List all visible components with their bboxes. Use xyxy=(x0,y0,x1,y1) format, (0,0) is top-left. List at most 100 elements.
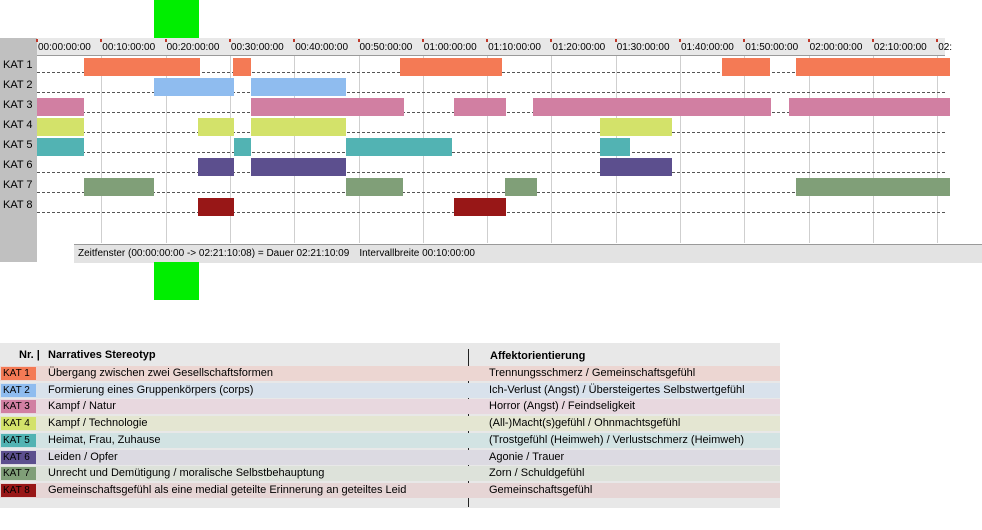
row-baseline xyxy=(37,92,945,93)
gridline xyxy=(101,56,103,243)
legend-badge: KAT 5 xyxy=(1,433,36,447)
timeline-segment[interactable] xyxy=(197,158,235,176)
gridline xyxy=(551,56,553,243)
row-label: KAT 4 xyxy=(3,119,33,131)
tick-mark xyxy=(228,39,231,42)
row-label: KAT 6 xyxy=(3,159,33,171)
gridline xyxy=(680,56,681,243)
timeline-segment[interactable] xyxy=(37,98,84,116)
legend-affekt: Zorn / Schuldgefühl xyxy=(489,467,585,480)
timeline-segment[interactable] xyxy=(154,78,235,96)
legend-header-nr: Nr. | xyxy=(19,349,40,361)
timeline-segment[interactable] xyxy=(37,138,84,156)
row-label: KAT 3 xyxy=(3,99,33,111)
timeline-segment[interactable] xyxy=(795,58,951,76)
timeline-segment[interactable] xyxy=(721,58,770,76)
timeline-segment[interactable] xyxy=(37,118,84,136)
timeline-segment[interactable] xyxy=(505,178,538,196)
legend-header-affekt: Affektorientierung xyxy=(490,350,586,362)
gridline xyxy=(487,56,489,243)
timeline-segment[interactable] xyxy=(234,138,252,156)
legend-table: Nr. | Narratives Stereotyp Affektorienti… xyxy=(0,343,780,508)
timeline-segment[interactable] xyxy=(400,58,502,76)
legend-stereotype: Gemeinschaftsgefühl als eine medial gete… xyxy=(48,483,407,496)
legend-stereotype: Kampf / Natur xyxy=(48,400,116,413)
timeline-segment[interactable] xyxy=(233,58,252,76)
timeline-plot[interactable]: 00:00:00:00 00:10:00:00 00:20:00:00 00:30:0… xyxy=(36,38,982,263)
timeline-segment[interactable] xyxy=(599,118,673,136)
row-baseline xyxy=(37,192,945,193)
timeline-segment[interactable] xyxy=(251,158,346,176)
tick-label: 01:40:00:00 xyxy=(681,42,734,53)
timeline-segment[interactable] xyxy=(251,78,346,96)
tick-mark xyxy=(357,39,360,42)
timeline-segment[interactable] xyxy=(453,98,507,116)
tick-label: 01:00:00:00 xyxy=(423,42,477,53)
tick-mark xyxy=(164,39,167,42)
timeline-segment[interactable] xyxy=(197,198,235,216)
legend-badge: KAT 7 xyxy=(1,467,36,481)
tick-label: 01:20:00:00 xyxy=(552,42,606,53)
row-label: KAT 2 xyxy=(3,79,33,91)
legend-badge: KAT 2 xyxy=(1,383,36,397)
timeline-segment[interactable] xyxy=(251,98,404,116)
tick-label: 02: xyxy=(938,42,953,53)
row-baseline xyxy=(37,152,945,153)
status-interval: Intervallbreite 00:10:00:00 xyxy=(359,248,475,259)
legend-affekt: Ich-Verlust (Angst) / Übersteigertes Sel… xyxy=(489,383,745,396)
legend-affekt: (All-)Macht(s)gefühl / Ohnmachtsgefühl xyxy=(489,417,681,430)
tick-mark xyxy=(36,39,38,42)
legend-header-stereotype: Narratives Stereotyp xyxy=(48,349,156,361)
tick-mark xyxy=(936,39,939,42)
status-window: Zeitfenster (00:00:00:00 -> 02:21:10:08)… xyxy=(78,248,350,259)
tick-mark xyxy=(293,39,296,42)
timeline-segment[interactable] xyxy=(345,178,403,196)
legend-stereotype: Übergang zwischen zwei Gesellschaftsform… xyxy=(48,367,273,379)
timeline-segment[interactable] xyxy=(789,98,951,116)
tick-label: 00:20:00:00 xyxy=(166,42,220,53)
status-bar: Zeitfenster (00:00:00:00 -> 02:21:10:08)… xyxy=(74,244,982,263)
legend-stereotype: Formierung eines Gruppenkörpers (corps) xyxy=(48,383,254,396)
legend-affekt: Agonie / Trauer xyxy=(489,450,565,463)
tick-mark xyxy=(100,39,103,42)
timeline-segment[interactable] xyxy=(83,58,200,76)
legend-stereotype: Kampf / Technologie xyxy=(48,417,148,430)
row-label: KAT 5 xyxy=(3,139,33,151)
row-label: KAT 1 xyxy=(3,59,33,71)
timeline-segment[interactable] xyxy=(453,198,507,216)
tick-mark xyxy=(486,39,489,42)
tick-mark xyxy=(807,39,810,42)
legend-row: KAT 2 Formierung eines Gruppenkörpers (co… xyxy=(0,382,780,398)
tick-label: 00:00:00:00 xyxy=(38,42,91,53)
time-ruler[interactable]: 00:00:00:00 00:10:00:00 00:20:00:00 00:30:0… xyxy=(36,38,952,56)
tick-label: 00:30:00:00 xyxy=(230,42,284,53)
timeline-segment[interactable] xyxy=(83,178,155,196)
green-marker-top[interactable] xyxy=(154,0,199,38)
tick-label: 01:10:00:00 xyxy=(488,42,541,53)
legend-row: KAT 8 Gemeinschaftsgefühl als eine medial… xyxy=(0,482,780,498)
timeline-segment[interactable] xyxy=(533,98,772,116)
timeline-segment[interactable] xyxy=(599,158,673,176)
tick-label: 00:40:00:00 xyxy=(295,42,349,53)
row-label: KAT 7 xyxy=(3,179,33,191)
legend-badge: KAT 8 xyxy=(1,483,36,497)
timeline-segment[interactable] xyxy=(251,118,346,136)
tick-label: 00:50:00:00 xyxy=(359,42,413,53)
tick-mark xyxy=(679,39,681,42)
legend-stereotype: Unrecht und Demütigung / moralische Selb… xyxy=(48,467,325,480)
legend-affekt: Horror (Angst) / Feindseligkeit xyxy=(489,400,636,413)
tick-label: 02:10:00:00 xyxy=(873,42,927,53)
gridline xyxy=(744,56,746,243)
timeline-segment[interactable] xyxy=(795,178,951,196)
timeline-segment[interactable] xyxy=(345,138,452,156)
timeline-segment[interactable] xyxy=(599,138,631,156)
tick-mark xyxy=(421,39,424,42)
green-marker-bottom[interactable] xyxy=(154,262,199,300)
timeline-segment[interactable] xyxy=(197,118,235,136)
tick-label: 00:10:00:00 xyxy=(102,42,156,53)
tick-label: 01:30:00:00 xyxy=(616,42,670,53)
legend-row: KAT 7 Unrecht und Demütigung / moralische… xyxy=(0,466,780,482)
